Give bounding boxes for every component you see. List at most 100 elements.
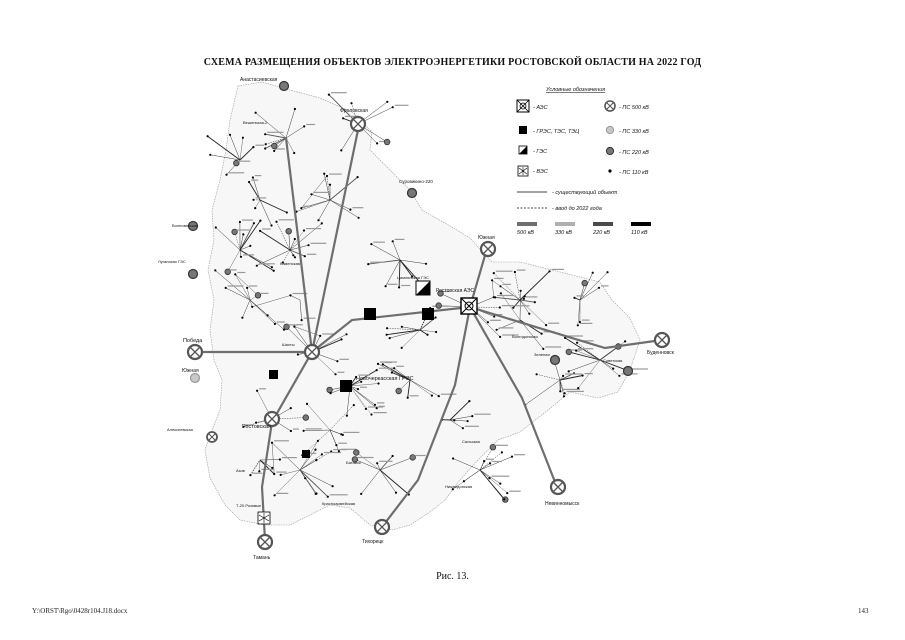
- transmission-line: [500, 293, 521, 321]
- transmission-line: [401, 329, 421, 349]
- station-label-mark: [329, 173, 342, 175]
- figure-caption: Рис. 13.: [436, 571, 469, 582]
- voltage-swatch: [593, 222, 613, 226]
- label-salsk: Сальская: [462, 439, 480, 444]
- transmission-line: [387, 327, 421, 331]
- substation-110kv: [300, 319, 303, 322]
- substation-110kv: [206, 135, 209, 138]
- substation-110kv: [394, 491, 398, 494]
- ps110-icon: [608, 169, 612, 173]
- ps500-yuzhnaya-top: [479, 240, 497, 258]
- transmission-line: [409, 379, 433, 396]
- station-label-mark: [370, 261, 384, 263]
- substation-110kv: [573, 296, 576, 299]
- station-label-mark: [414, 454, 426, 457]
- substation-110kv: [355, 375, 358, 379]
- substation-110kv: [384, 285, 387, 288]
- transmission-line: [329, 199, 351, 210]
- substation-110kv: [214, 226, 217, 229]
- transmission-line: [392, 241, 401, 261]
- label-vyoshenskaya: Вешенская-2: [243, 120, 268, 125]
- footer-page-number: 143: [858, 607, 869, 615]
- transmission-line: [479, 469, 505, 500]
- substation-110kv: [292, 254, 295, 257]
- substation-110kv: [256, 389, 259, 392]
- station-label-mark: [296, 324, 303, 326]
- substation-110kv: [400, 325, 403, 328]
- substation-110kv: [591, 271, 594, 274]
- transmission-line: [329, 429, 340, 452]
- substation-110kv: [300, 207, 303, 210]
- substation-110kv: [341, 433, 344, 436]
- ps500-tikhoretsk: [373, 518, 391, 536]
- transmission-line: [382, 364, 411, 381]
- transmission-line: [207, 135, 241, 161]
- label-rostovskaya: Ростовская: [242, 424, 271, 430]
- transmission-line: [399, 259, 427, 265]
- station-label-mark: [495, 270, 513, 272]
- substation-110kv: [334, 373, 337, 376]
- label-surovikino: Суровикино-220: [399, 179, 433, 184]
- station-label-mark: [440, 393, 457, 395]
- transmission-line: [239, 222, 255, 251]
- voltage-swatch: [631, 222, 651, 226]
- transmission-line: [255, 112, 287, 139]
- substation-110kv: [317, 219, 320, 222]
- ps330-icon: [605, 125, 615, 135]
- station-label-mark: [502, 283, 511, 285]
- station-label-mark: [305, 428, 322, 430]
- label-anastasievskaya: Анастасиевская: [240, 77, 278, 83]
- transmission-line: [479, 461, 485, 471]
- substation-110kv: [273, 149, 276, 152]
- substation-110kv: [275, 220, 278, 223]
- substation-110kv: [340, 149, 343, 152]
- substation-110kv: [488, 477, 491, 480]
- substation-110kv: [345, 414, 348, 417]
- transmission-line: [239, 137, 244, 161]
- station-label-mark: [238, 160, 251, 162]
- substation-110kv: [430, 394, 433, 397]
- substation-110kv: [289, 429, 292, 433]
- ps220-volnovakha: [187, 220, 199, 232]
- substation-220kv: [502, 496, 509, 503]
- substation-110kv: [252, 222, 255, 225]
- transmission-line: [239, 234, 244, 251]
- label-nevinnomyssk: Невинномысск: [545, 501, 580, 507]
- legend-planned: - ввод до 2022 года: [552, 206, 602, 212]
- substation-110kv: [320, 222, 323, 225]
- substation-110kv: [255, 264, 258, 267]
- transmission-line: [379, 469, 410, 495]
- substation-110kv: [293, 325, 296, 328]
- ps220-anastasievskaya: [278, 80, 290, 92]
- transmission-line: [229, 134, 241, 161]
- substation-110kv: [533, 301, 536, 304]
- station-label-mark: [394, 238, 405, 240]
- substation-110kv: [491, 279, 494, 282]
- substation-110kv: [548, 270, 551, 273]
- ps500-rostovskaya: [263, 410, 281, 428]
- legend-thermal: - ГРЭС, ТЭС, ТЭЦ: [533, 129, 579, 135]
- ps500-pobeda: [186, 343, 204, 361]
- transmission-line: [409, 379, 439, 397]
- substation-220kv: [437, 290, 444, 297]
- substation-110kv: [251, 305, 254, 308]
- transmission-line: [249, 299, 253, 307]
- substation-110kv: [281, 261, 284, 264]
- transmission-line: [419, 329, 428, 336]
- substation-110kv: [492, 272, 495, 275]
- novocherkassk-grs-icon: [340, 380, 352, 392]
- substation-220kv: [233, 159, 240, 167]
- label-sovet: Советская: [603, 358, 622, 363]
- substation-110kv: [393, 367, 396, 370]
- substation-110kv: [249, 474, 252, 477]
- transmission-line: [576, 342, 601, 361]
- station-label-mark: [236, 229, 251, 231]
- station-label-mark: [379, 460, 393, 462]
- label-rostov-npp: Ростовская АЭС: [436, 288, 475, 294]
- transmission-line: [225, 287, 251, 301]
- substation-110kv: [559, 390, 562, 393]
- station-label-mark: [323, 451, 341, 454]
- rostov-npp-icon: [460, 297, 478, 315]
